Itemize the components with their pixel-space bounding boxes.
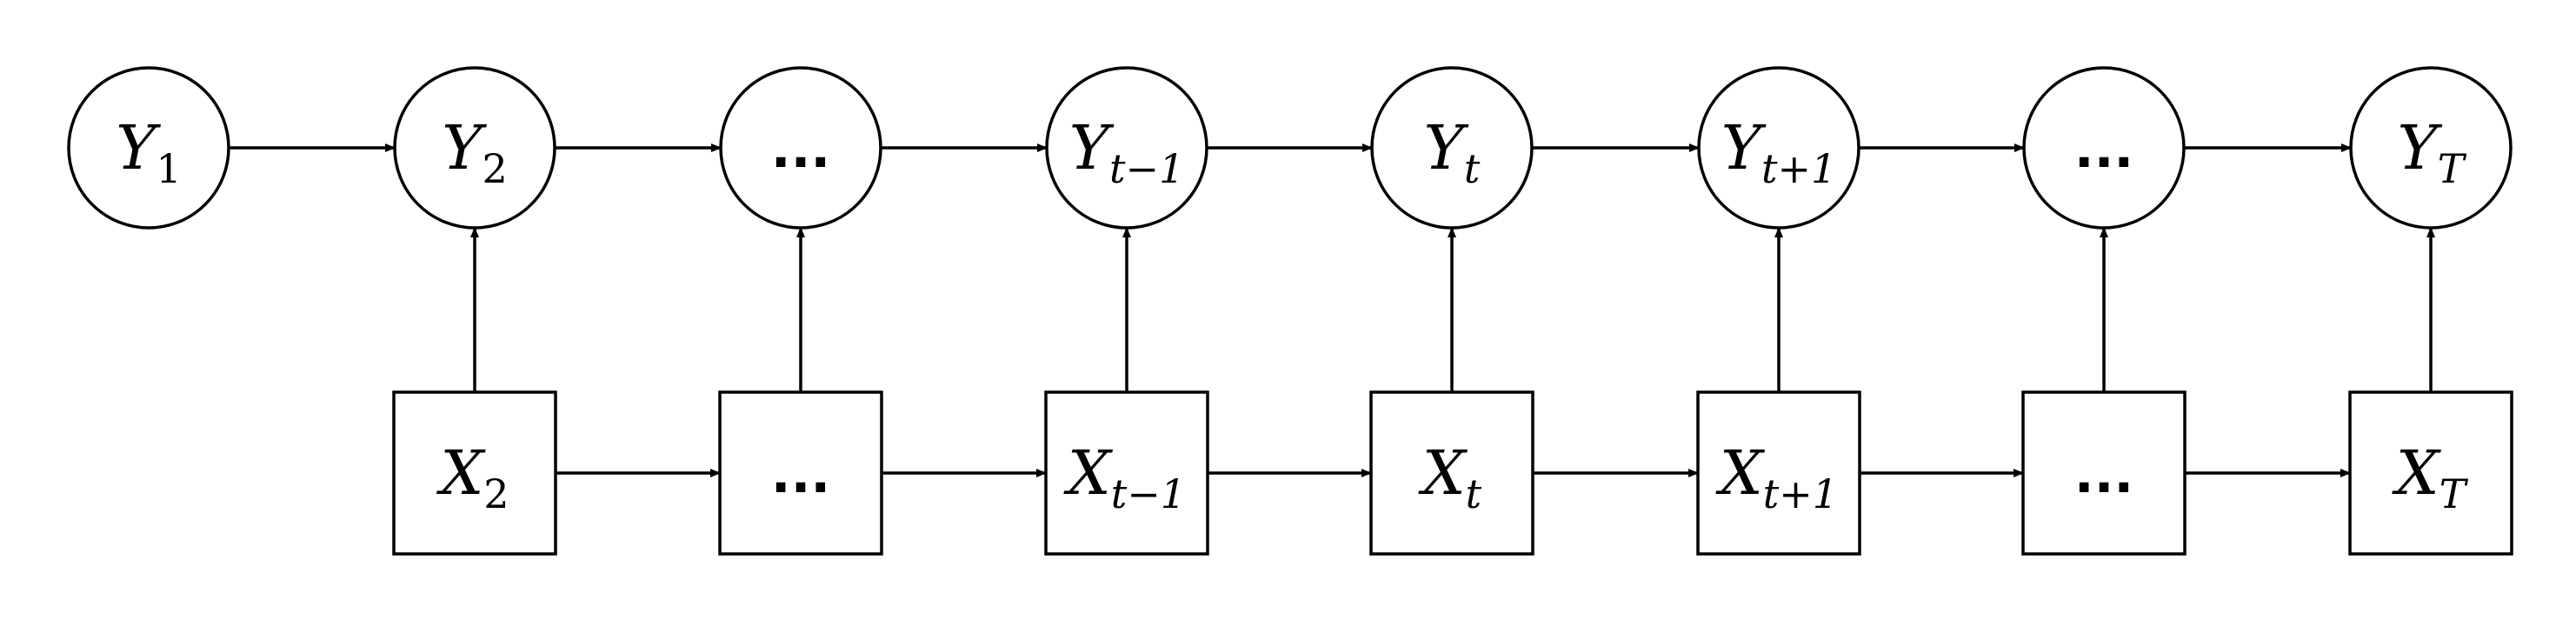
node-y-t-minus-1: Yt−1: [1045, 66, 1208, 230]
node-y-T-subscript: T: [2438, 145, 2467, 192]
node-x-ellipsis-1: ...: [718, 390, 883, 556]
node-x-t-minus-1-label: Xt−1: [1063, 437, 1186, 517]
node-x-t-variable: X: [1418, 437, 1468, 509]
node-x2-variable: X: [436, 437, 486, 509]
node-x2-box: [392, 390, 557, 556]
node-y-T-variable: Y: [2398, 112, 2443, 183]
node-x-t-box: [1369, 390, 1534, 556]
node-y-t-minus-1-label: Yt−1: [1069, 112, 1185, 192]
node-y-ellipsis-1-circle: [719, 66, 882, 230]
node-x-t-plus-1-label: Xt+1: [1715, 437, 1838, 517]
node-x-t: Xt: [1369, 390, 1534, 556]
node-y1: Y1: [67, 66, 230, 230]
node-y1-label: Y1: [116, 112, 182, 192]
node-x-t-minus-1-subscript: t−1: [1111, 470, 1186, 517]
node-y1-variable: Y: [116, 112, 161, 183]
node-x-ellipsis-2-ellipsis: ...: [2074, 444, 2133, 505]
node-y-t-circle: [1370, 66, 1534, 230]
node-x-t-minus-1-variable: X: [1063, 437, 1114, 509]
node-y2-label: Y2: [442, 112, 508, 192]
node-y-t-plus-1-subscript: t+1: [1761, 145, 1836, 192]
node-y-t-plus-1-variable: Y: [1721, 112, 1767, 183]
node-x-t-plus-1-variable: X: [1715, 437, 1766, 509]
node-x2-subscript: 2: [483, 470, 509, 517]
node-x-t-plus-1: Xt+1: [1696, 390, 1861, 556]
edges: [229, 143, 2435, 477]
node-y-t-plus-1: Yt+1: [1697, 66, 1860, 230]
node-y-ellipsis-2-ellipsis: ...: [2074, 119, 2133, 180]
node-y2-subscript: 2: [482, 145, 507, 192]
node-x-t-minus-1-box: [1044, 390, 1209, 556]
node-y-t: Yt: [1370, 66, 1534, 230]
node-y-ellipsis-1-ellipsis: ...: [771, 119, 830, 180]
node-x-t-plus-1-subscript: t+1: [1763, 470, 1838, 517]
node-x-ellipsis-1-ellipsis: ...: [771, 444, 830, 505]
node-y-t-minus-1-variable: Y: [1069, 112, 1115, 183]
node-x-ellipsis-2-box: [2021, 390, 2187, 556]
node-y-t-label: Yt: [1424, 112, 1481, 192]
node-x-T: XT: [2348, 390, 2513, 556]
node-y-t-minus-1-circle: [1045, 66, 1208, 230]
node-y-t-plus-1-circle: [1697, 66, 1860, 230]
node-y1-circle: [67, 66, 230, 230]
node-y-t-minus-1-subscript: t−1: [1109, 145, 1184, 192]
node-x-ellipsis-1-box: [718, 390, 883, 556]
node-x-t-subscript: t: [1466, 470, 1482, 517]
node-y2-variable: Y: [442, 112, 487, 183]
node-y-T-circle: [2349, 66, 2513, 230]
node-x-ellipsis-2: ...: [2021, 390, 2187, 556]
node-y-t-plus-1-label: Yt+1: [1721, 112, 1837, 192]
node-y-ellipsis-2: ...: [2022, 66, 2186, 230]
node-x-T-box: [2348, 390, 2513, 556]
node-x-t-plus-1-box: [1696, 390, 1861, 556]
node-y-ellipsis-1: ...: [719, 66, 882, 230]
node-y2-circle: [393, 66, 556, 230]
node-x-t-label: Xt: [1418, 437, 1482, 517]
node-x-T-variable: X: [2392, 437, 2442, 509]
node-y-t-variable: Y: [1424, 112, 1469, 183]
node-x-T-subscript: T: [2440, 470, 2469, 517]
node-y2: Y2: [393, 66, 556, 230]
node-x2-label: X2: [436, 437, 509, 517]
node-y-T-label: YT: [2398, 112, 2467, 192]
node-x-t-minus-1: Xt−1: [1044, 390, 1209, 556]
node-y-t-subscript: t: [1464, 145, 1481, 192]
node-y-ellipsis-2-circle: [2022, 66, 2186, 230]
node-y1-subscript: 1: [156, 145, 181, 192]
node-x2: X2: [392, 390, 557, 556]
node-x-T-label: XT: [2392, 437, 2469, 517]
node-y-T: YT: [2349, 66, 2513, 230]
